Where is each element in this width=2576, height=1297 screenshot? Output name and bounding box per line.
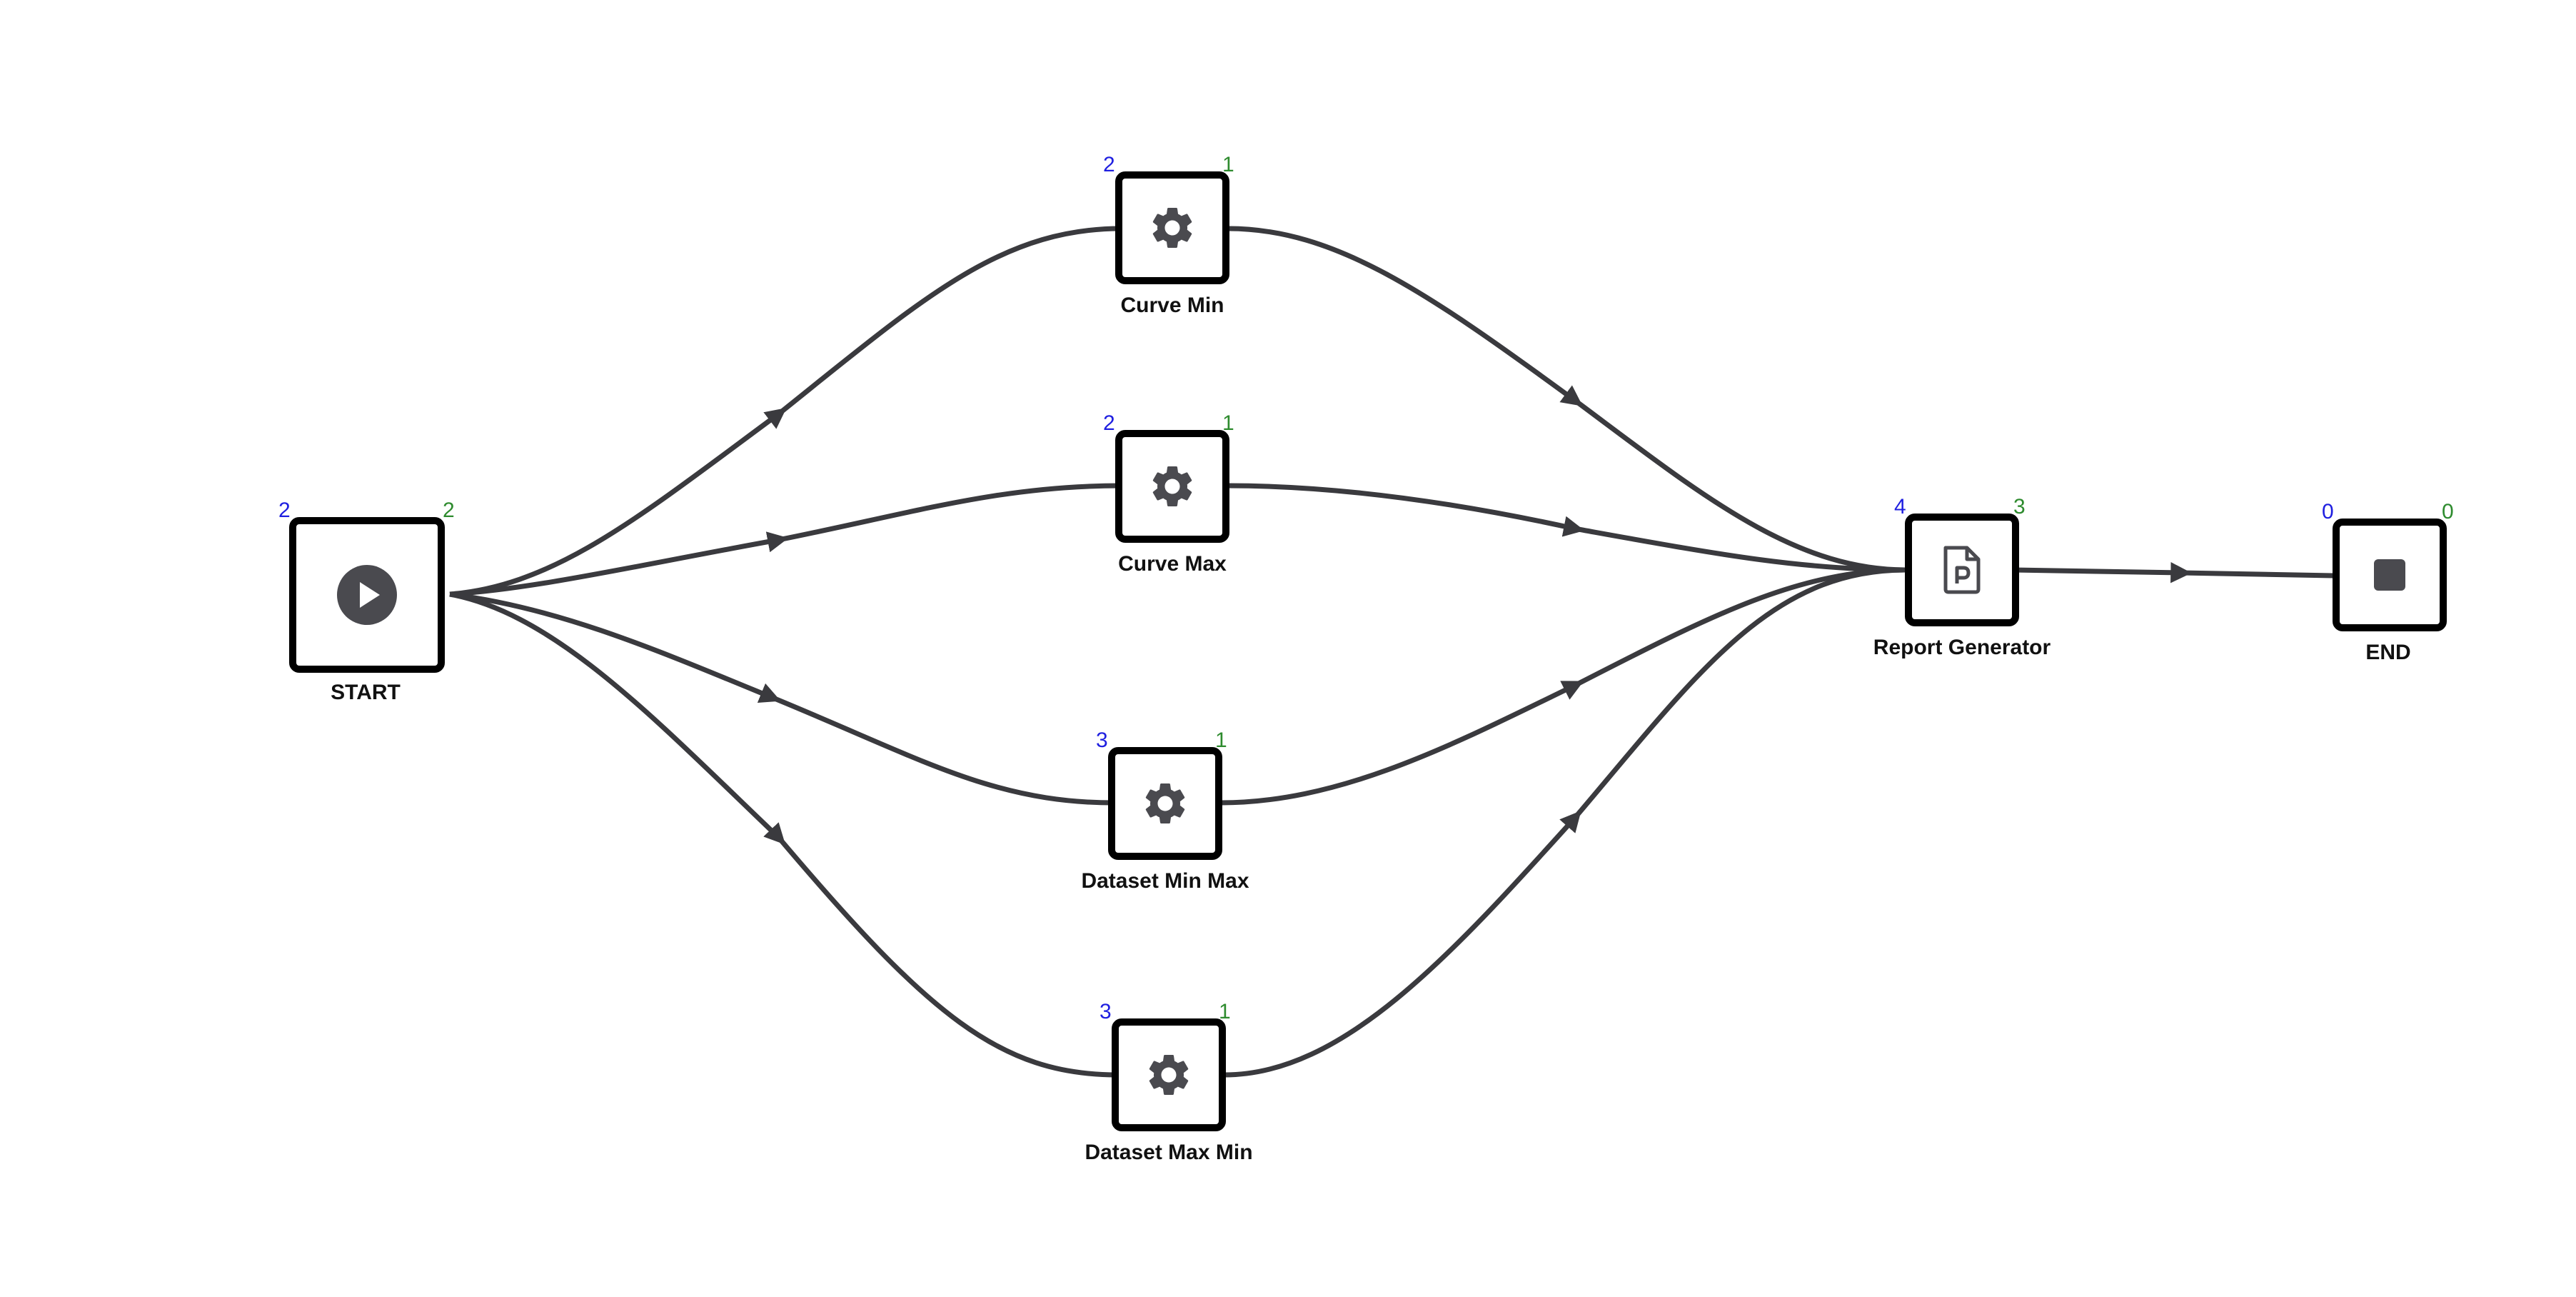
edge-start-curve-max[interactable] xyxy=(449,483,1122,597)
gear-icon xyxy=(1145,783,1185,823)
edge-report-end[interactable] xyxy=(2013,562,2334,584)
edge-dataset-max-min-report[interactable] xyxy=(1224,567,1907,1078)
report-generator-out-count: 3 xyxy=(2013,495,2026,519)
curve-max-out-count: 1 xyxy=(1222,411,1234,435)
gear-icon xyxy=(1152,466,1192,506)
report-file-icon xyxy=(1943,546,1981,594)
edge-curve-min-report[interactable] xyxy=(1227,226,1907,573)
node-dataset-min-max-label: Dataset Min Max xyxy=(1081,869,1249,893)
end-in-count: 0 xyxy=(2322,500,2334,524)
node-curve-max-label: Curve Max xyxy=(1118,552,1227,576)
node-curve-max[interactable] xyxy=(1115,430,1229,543)
dataset-min-max-out-count: 1 xyxy=(1215,728,1227,752)
edge-start-curve-min[interactable] xyxy=(449,226,1122,597)
dataset-min-max-in-count: 3 xyxy=(1096,728,1108,752)
node-end-label: END xyxy=(2365,641,2411,664)
edge-curve-max-report[interactable] xyxy=(1227,483,1907,573)
curve-min-out-count: 1 xyxy=(1222,153,1234,176)
node-start-label: START xyxy=(331,681,401,704)
dataset-max-min-in-count: 3 xyxy=(1100,1000,1112,1023)
edge-dataset-min-max-report[interactable] xyxy=(1220,567,1907,806)
node-report-generator[interactable] xyxy=(1905,514,2019,626)
node-dataset-max-min-label: Dataset Max Min xyxy=(1085,1141,1253,1164)
end-out-count: 0 xyxy=(2442,500,2454,524)
node-curve-min[interactable] xyxy=(1115,171,1229,284)
dataset-max-min-out-count: 1 xyxy=(1219,1000,1231,1023)
node-end[interactable] xyxy=(2333,519,2447,631)
node-curve-min-label: Curve Min xyxy=(1120,294,1224,317)
node-dataset-min-max[interactable] xyxy=(1108,747,1222,860)
node-dataset-max-min[interactable] xyxy=(1112,1018,1226,1131)
edge-start-dataset-min-max[interactable] xyxy=(449,591,1115,806)
play-icon xyxy=(337,565,397,625)
gear-icon xyxy=(1152,208,1192,248)
node-start[interactable] xyxy=(289,517,445,673)
start-out-count: 2 xyxy=(443,499,455,522)
node-report-generator-label: Report Generator xyxy=(1873,636,2051,659)
report-generator-in-count: 4 xyxy=(1894,495,1906,519)
gear-icon xyxy=(1149,1055,1189,1095)
start-in-count: 2 xyxy=(278,499,291,522)
curve-max-in-count: 2 xyxy=(1103,411,1115,435)
curve-min-in-count: 2 xyxy=(1103,153,1115,176)
stop-icon xyxy=(2374,559,2405,591)
edge-start-dataset-max-min[interactable] xyxy=(449,591,1118,1078)
